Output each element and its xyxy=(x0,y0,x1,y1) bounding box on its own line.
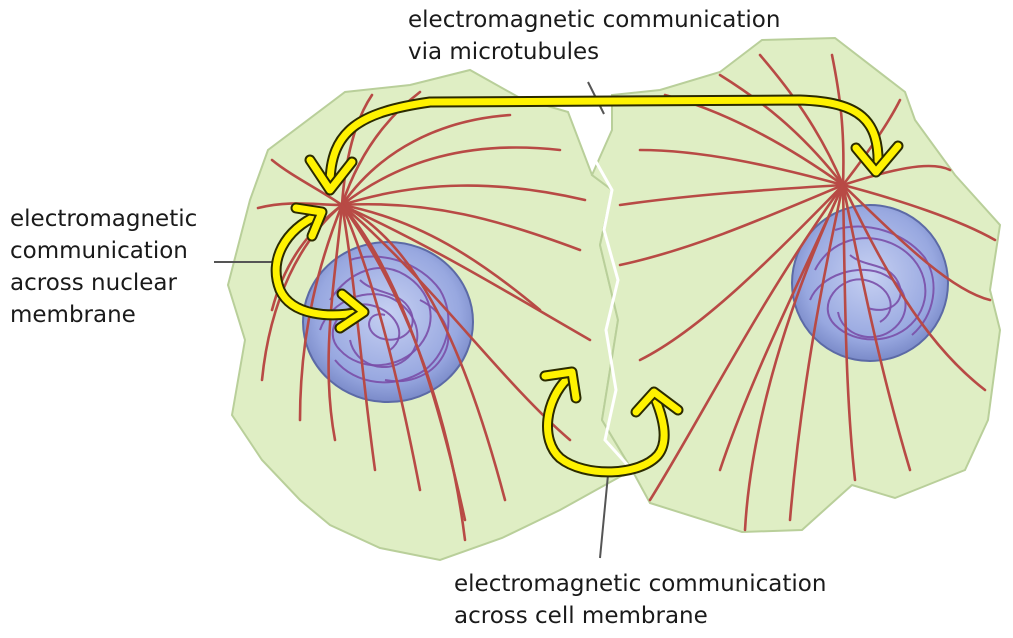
label-nuclear-membrane-communication: electromagnetic communication across nuc… xyxy=(10,203,197,331)
label-line: via microtubules xyxy=(408,36,780,68)
label-line: membrane xyxy=(10,299,197,331)
label-line: communication xyxy=(10,235,197,267)
label-line: across nuclear xyxy=(10,267,197,299)
label-line: electromagnetic communication xyxy=(408,4,780,36)
label-line: electromagnetic communication xyxy=(454,568,826,600)
label-cell-membrane-communication: electromagnetic communication across cel… xyxy=(454,568,826,632)
right-nucleus xyxy=(792,205,948,361)
label-line: electromagnetic xyxy=(10,203,197,235)
label-line: across cell membrane xyxy=(454,600,826,632)
label-microtubule-communication: electromagnetic communication via microt… xyxy=(408,4,780,68)
